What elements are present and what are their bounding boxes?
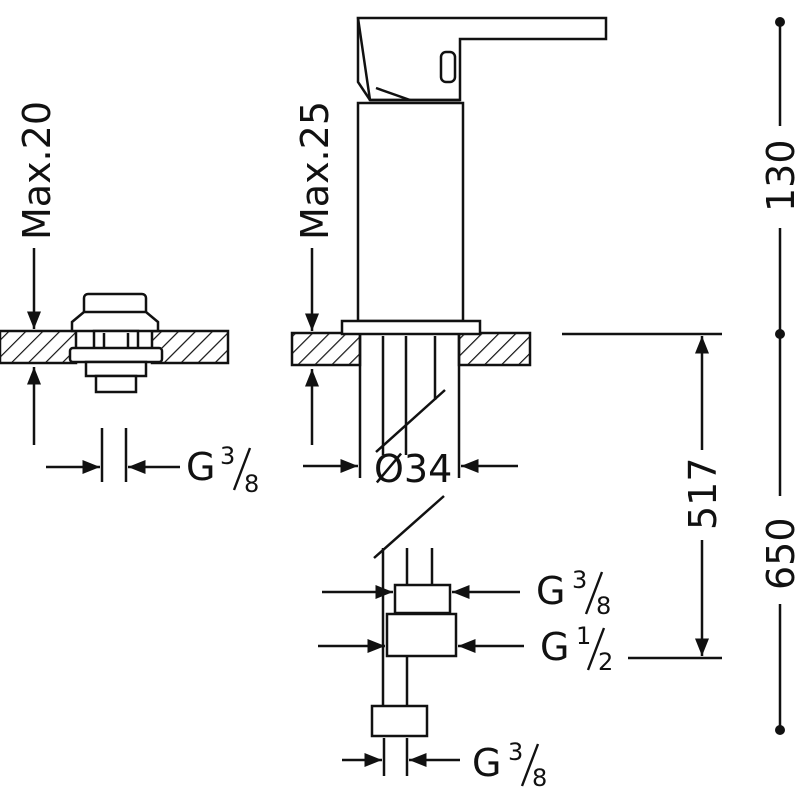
svg-text:G: G [536,569,565,613]
left-thread-label: G 3 8 [186,442,259,498]
left-fitting [68,292,164,394]
faucet-body [340,101,482,336]
dim-517 [562,332,722,660]
svg-text:8: 8 [244,470,259,498]
svg-text:8: 8 [596,592,611,620]
hose-connectors [370,583,458,738]
hose-lower-thread-label: G 1 2 [540,622,613,676]
dim-130-label: 130 [759,139,800,212]
left-thread-dimension [46,428,180,482]
hose-upper-thread-label: G 3 8 [536,566,611,620]
svg-text:G: G [540,625,569,669]
svg-text:3: 3 [220,442,235,470]
bottom-thread-label: G 3 8 [472,738,547,792]
dim-650-label: 650 [759,517,800,590]
left-countertop [0,329,230,365]
max20-label: Max.20 [15,101,59,240]
svg-text:G: G [186,445,215,489]
svg-text:2: 2 [598,648,613,676]
diameter-dimension [303,334,518,478]
svg-text:1: 1 [576,622,591,650]
faucet-lever [356,16,608,102]
supply-hoses [373,336,446,710]
svg-text:3: 3 [508,738,523,766]
svg-text:3: 3 [572,566,587,594]
max25-label: Max.25 [293,101,337,240]
dim-517-label: 517 [681,457,725,530]
diameter-label: Ø34 [374,447,452,491]
bottom-thread-dimension [342,738,460,776]
svg-text:8: 8 [532,764,547,792]
svg-text:G: G [472,741,501,785]
dimension-dots [775,17,785,735]
right-countertop [290,331,532,367]
